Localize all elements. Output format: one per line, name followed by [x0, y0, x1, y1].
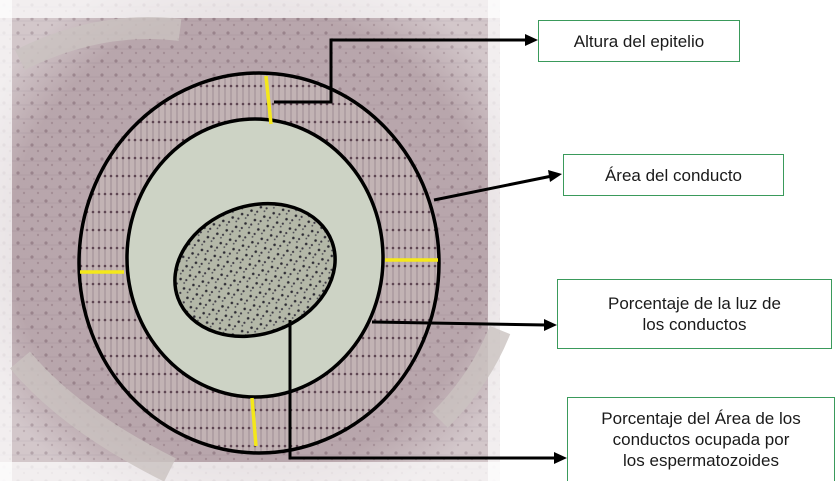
label-lumen-percentage: Porcentaje de la luz de los conductos	[557, 279, 832, 349]
label-sperm-area-line2: conductos ocupada por	[601, 429, 800, 450]
arrowhead-esperm	[554, 452, 567, 464]
label-lumen-percentage-line1: Porcentaje de la luz de	[608, 293, 781, 314]
label-duct-area: Área del conducto	[563, 154, 784, 196]
label-epithelium-height-text: Altura del epitelio	[574, 31, 704, 52]
arrowhead-luz	[544, 319, 557, 331]
arrowhead-area	[548, 170, 562, 182]
label-epithelium-height: Altura del epitelio	[538, 20, 740, 62]
label-sperm-area-line3: los espermatozoides	[601, 450, 800, 471]
label-lumen-percentage-line2: los conductos	[608, 314, 781, 335]
arrowheads	[525, 34, 567, 464]
label-sperm-area-percentage: Porcentaje del Área de los conductos ocu…	[567, 397, 835, 481]
label-duct-area-text: Área del conducto	[605, 165, 742, 186]
label-sperm-area-line1: Porcentaje del Área de los	[601, 408, 800, 429]
arrowhead-altura	[525, 34, 538, 46]
